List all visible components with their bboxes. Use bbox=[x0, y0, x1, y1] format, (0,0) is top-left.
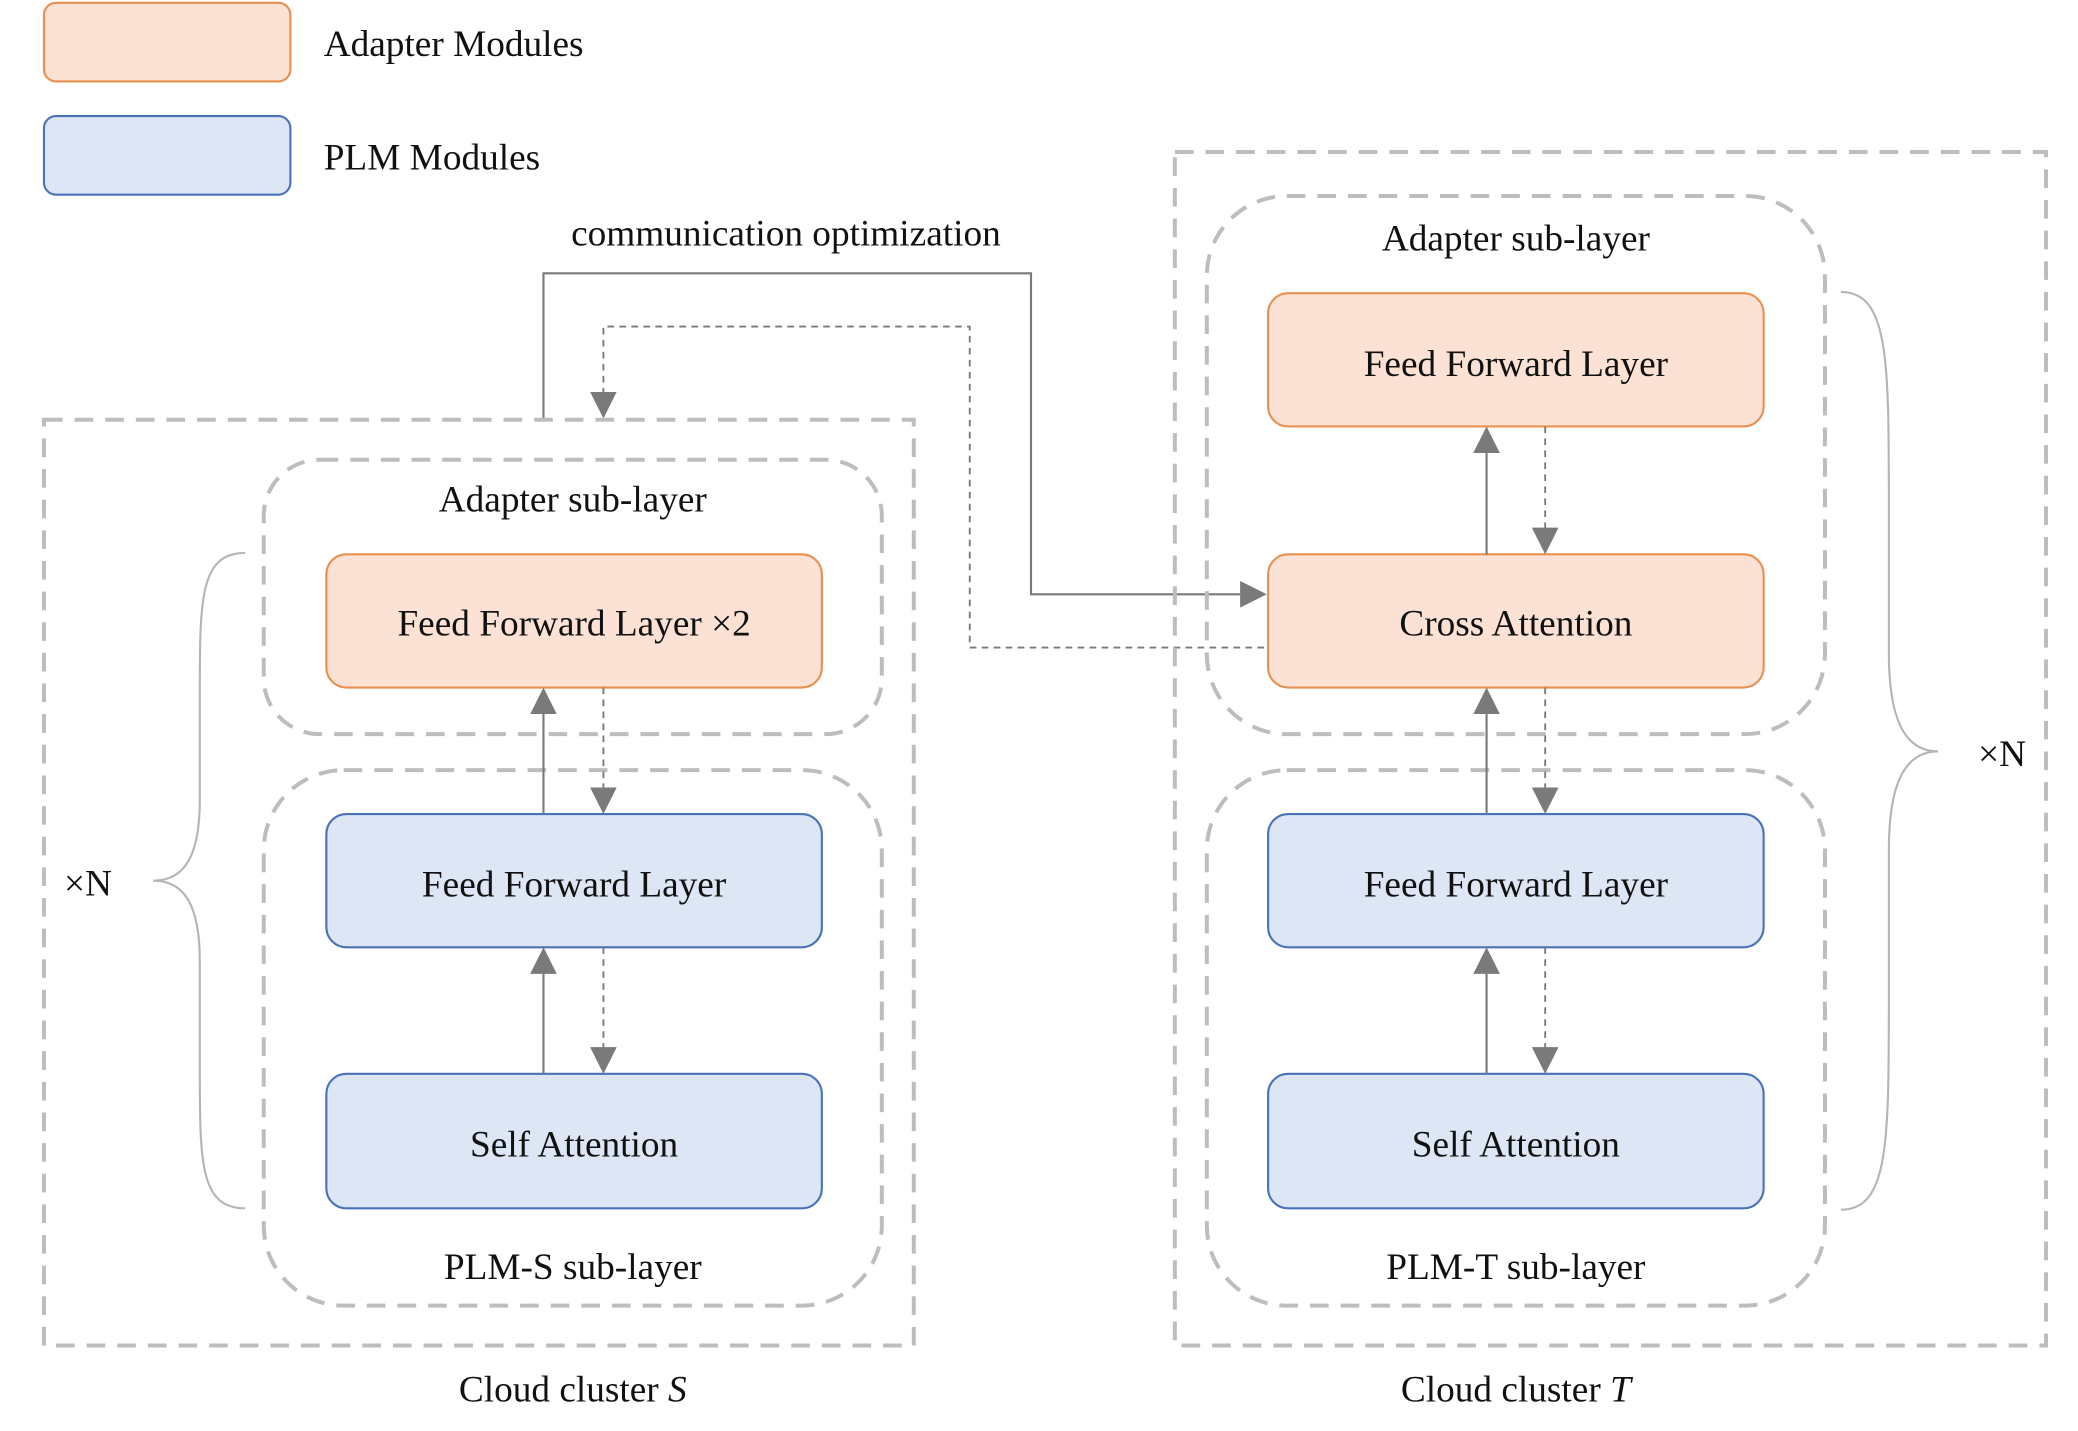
cluster-t-caption-prefix: Cloud cluster bbox=[1401, 1370, 1610, 1411]
cluster-t-adapter-sublayer-border bbox=[1204, 194, 1827, 737]
cluster-t-caption: Cloud cluster T bbox=[1401, 1370, 1633, 1411]
cluster-s-adapter-sublayer-title: Adapter sub-layer bbox=[439, 480, 708, 521]
cluster-t-adapter-sublayer-title: Adapter sub-layer bbox=[1382, 219, 1651, 260]
cluster-t-plm-sublayer-title: PLM-T sub-layer bbox=[1386, 1247, 1646, 1288]
cluster-t-plm-ffn-box bbox=[1267, 813, 1765, 949]
cluster-t-plm-ffn-label: Feed Forward Layer bbox=[1364, 865, 1669, 906]
cluster-t-repeat-brace bbox=[1840, 290, 1939, 1211]
cluster-t-caption-var: T bbox=[1610, 1370, 1633, 1411]
legend-plm-swatch bbox=[42, 115, 292, 196]
communication-arrow-dashed bbox=[590, 325, 1265, 649]
cluster-t-cross-attention-box bbox=[1267, 553, 1765, 689]
legend-plm-label: PLM Modules bbox=[324, 137, 540, 178]
cluster-s-adapter-sublayer-border bbox=[261, 457, 884, 737]
cluster-s-plm-sublayer-border bbox=[261, 768, 884, 1308]
cluster-t-self-attention-box bbox=[1267, 1072, 1765, 1210]
cluster-s-plm-ffn-box bbox=[325, 813, 823, 949]
cluster-t-adapter-ffn-box bbox=[1267, 292, 1765, 428]
legend-adapter-label: Adapter Modules bbox=[324, 24, 584, 65]
communication-optimization-label: communication optimization bbox=[571, 213, 1001, 254]
cloud-cluster-s: Adapter sub-layer Feed Forward Layer ×2 … bbox=[41, 417, 916, 1411]
cluster-t-repeat-label: ×N bbox=[1978, 734, 2026, 775]
cluster-s-self-attention-box bbox=[325, 1072, 823, 1210]
cluster-t-plm-sublayer-border bbox=[1204, 768, 1827, 1308]
cluster-s-adapter-ffn-label: Feed Forward Layer ×2 bbox=[397, 604, 750, 645]
cluster-t-self-attention-label: Self Attention bbox=[1412, 1124, 1621, 1165]
cluster-s-self-attention-label: Self Attention bbox=[470, 1124, 679, 1165]
cluster-s-adapter-ffn-box bbox=[325, 553, 823, 689]
cloud-cluster-t: Adapter sub-layer Feed Forward Layer Cro… bbox=[1172, 150, 2049, 1411]
cluster-s-repeat-label: ×N bbox=[64, 863, 112, 904]
legend: Adapter Modules PLM Modules bbox=[42, 1, 584, 196]
cluster-s-border bbox=[41, 417, 916, 1348]
cluster-s-repeat-brace bbox=[153, 551, 246, 1210]
cluster-s-caption-prefix: Cloud cluster bbox=[459, 1370, 668, 1411]
cluster-s-plm-ffn-label: Feed Forward Layer bbox=[422, 865, 727, 906]
communication-arrow-solid bbox=[542, 272, 1267, 608]
cluster-s-plm-sublayer-title: PLM-S sub-layer bbox=[444, 1247, 702, 1288]
cluster-t-adapter-ffn-label: Feed Forward Layer bbox=[1364, 344, 1669, 385]
cluster-t-cross-attention-label: Cross Attention bbox=[1399, 604, 1632, 645]
cluster-s-caption: Cloud cluster S bbox=[459, 1370, 687, 1411]
legend-adapter-swatch bbox=[42, 1, 292, 83]
cluster-s-caption-var: S bbox=[668, 1370, 687, 1411]
cluster-t-border bbox=[1172, 150, 2049, 1348]
